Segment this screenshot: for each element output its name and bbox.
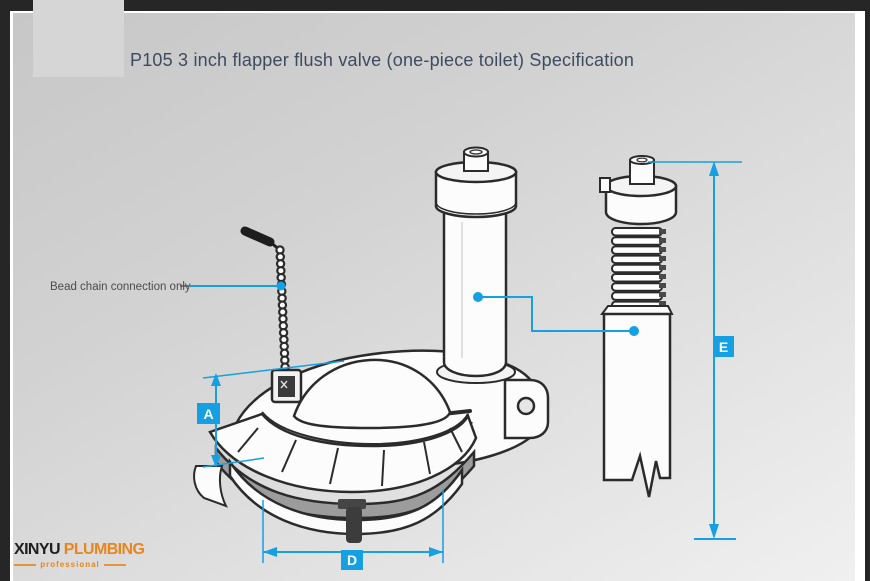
thread-bead-strip [659, 229, 666, 306]
main-valve-drawing [193, 146, 550, 543]
mounting-hook-hole [516, 396, 536, 416]
viewer-frame-right [865, 0, 870, 581]
dimension-e: E [648, 161, 742, 540]
viewer-frame-left [0, 0, 10, 581]
callout-dot-left [473, 292, 483, 302]
viewer-frame-top [0, 0, 870, 11]
callout-dot-right [629, 326, 639, 336]
corner-overlay-square [33, 0, 124, 77]
chain-callout-dot [276, 281, 286, 291]
dim-d-label: D [347, 552, 357, 568]
dimension-a: A [197, 360, 345, 468]
logo-tagline: professional [40, 560, 100, 569]
bead-chain-label: Bead chain connection only [50, 281, 191, 293]
chain-hook [240, 226, 275, 247]
tube-callout [473, 292, 639, 336]
seat-ring [208, 412, 478, 494]
bead-chain [240, 226, 303, 404]
extension-tube [600, 305, 674, 498]
threaded-section [611, 227, 666, 311]
chain-clip [270, 368, 303, 404]
overflow-tube [434, 146, 518, 384]
extension-cap [599, 155, 678, 226]
bottom-flange [193, 457, 464, 536]
logo-primary-text: XINYU [14, 541, 61, 558]
tagline-rule-left [14, 563, 37, 566]
overflow-extension-drawing [599, 155, 678, 498]
mounting-bolt [338, 499, 366, 543]
dim-a-label: A [203, 406, 213, 422]
bead-chain-callout: Bead chain connection only [50, 281, 286, 293]
dim-e-label: E [719, 339, 728, 355]
tagline-rule-right [103, 563, 126, 566]
break-symbol [602, 312, 672, 498]
dimension-d: D [262, 490, 444, 570]
tube-cap [434, 146, 518, 219]
page-title: P105 3 inch flapper flush valve (one-pie… [130, 50, 635, 70]
logo-secondary-text: PLUMBING [63, 541, 145, 558]
brand-logo: XINYU PLUMBING professional [14, 541, 145, 569]
